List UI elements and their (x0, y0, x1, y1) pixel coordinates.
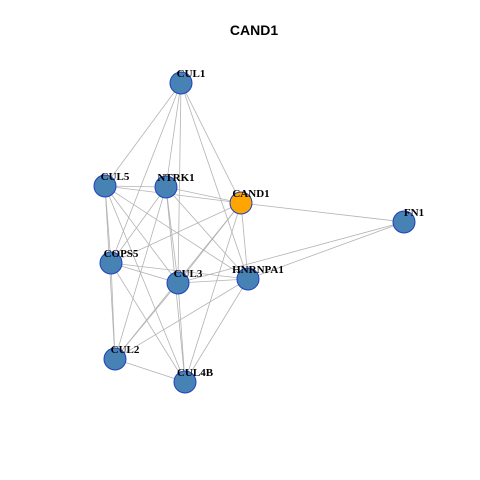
edge-cops5-cul2 (110, 262, 116, 360)
edge-fn1-hnrnpa1 (247, 221, 405, 280)
node-ntrk1 (154, 175, 178, 199)
edge-cand1-hnrnpa1 (240, 202, 249, 280)
edge-cul3-cul2 (114, 282, 179, 360)
edge-cul1-hnrnpa1 (180, 82, 249, 280)
node-label-cul2: CUL2 (111, 344, 140, 356)
node-label-cops5: COPS5 (104, 248, 139, 260)
edges-layer (104, 82, 405, 383)
edge-cul3-cul4b (177, 282, 186, 383)
node-hnrnpa1 (236, 267, 260, 291)
edge-cand1-fn1 (240, 202, 405, 223)
edge-cul5-cul3 (104, 185, 179, 284)
edge-ntrk1-cops5 (110, 186, 167, 264)
node-label-fn1: FN1 (404, 207, 424, 219)
node-cul2 (103, 347, 127, 371)
edge-cul5-cul4b (104, 185, 186, 383)
node-label-cul5: CUL5 (101, 171, 130, 183)
node-label-cul3: CUL3 (174, 268, 203, 280)
node-fn1 (392, 210, 416, 234)
node-label-cand1: CAND1 (232, 188, 269, 200)
node-cul4b (173, 370, 197, 394)
node-cand1 (229, 191, 253, 215)
edge-cops5-cul3 (110, 262, 179, 284)
edge-cand1-cul4b (184, 202, 242, 383)
node-label-cul4b: CUL4B (177, 367, 214, 379)
node-cul1 (169, 71, 193, 95)
edge-ntrk1-cul2 (114, 186, 167, 360)
edge-cul1-cul5 (104, 82, 182, 187)
edge-cops5-cul4b (110, 262, 186, 383)
edge-hnrnpa1-cul4b (184, 278, 249, 383)
edge-cul1-cul3 (177, 82, 182, 284)
nodes-layer (93, 71, 416, 394)
edge-cul2-cul4b (114, 358, 186, 383)
node-cul3 (166, 271, 190, 295)
edge-ntrk1-hnrnpa1 (165, 186, 249, 280)
edge-cul3-hnrnpa1 (177, 278, 249, 284)
edge-cul1-cand1 (180, 82, 242, 204)
node-cul5 (93, 174, 117, 198)
edge-cul1-cops5 (110, 82, 182, 264)
node-label-hnrnpa1: HNRNPA1 (232, 264, 284, 276)
edge-hnrnpa1-cul2 (114, 278, 249, 360)
node-cops5 (99, 251, 123, 275)
edge-ntrk1-cand1 (165, 186, 242, 204)
edge-cul1-ntrk1 (165, 82, 182, 188)
edge-fn1-cul3 (177, 221, 405, 284)
diagram-title: CAND1 (230, 22, 278, 38)
edge-cops5-hnrnpa1 (110, 262, 249, 280)
node-label-ntrk1: NTRK1 (157, 172, 194, 184)
node-label-cul1: CUL1 (177, 68, 206, 80)
edge-cand1-cops5 (110, 202, 242, 264)
